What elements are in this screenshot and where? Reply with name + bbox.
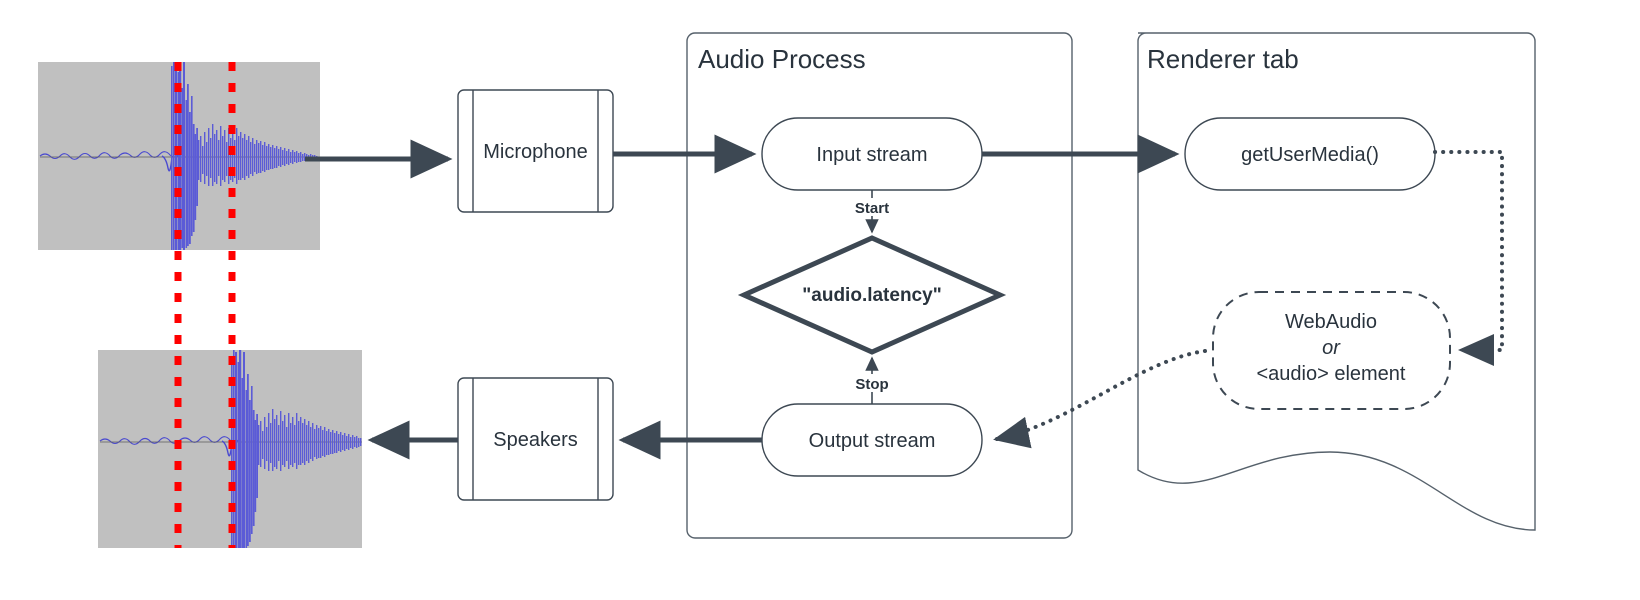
webaudio-node[interactable]: WebAudio or <audio> element (1212, 291, 1451, 410)
speakers-label: Speakers (493, 429, 578, 451)
renderer-tab-container: Renderer tab (1137, 32, 1536, 531)
webaudio-label-line3: <audio> element (1256, 363, 1405, 385)
edge-get-user-media-to-webaudio (1433, 150, 1504, 366)
get-user-media-label: getUserMedia() (1241, 144, 1379, 166)
audio-latency-label: "audio.latency" (802, 285, 941, 306)
microphone-node[interactable]: Microphone (457, 89, 614, 213)
microphone-label: Microphone (483, 141, 588, 163)
speakers-node[interactable]: Speakers (457, 377, 614, 501)
webaudio-label-line1: WebAudio (1285, 311, 1377, 333)
microphone-box[interactable] (457, 89, 614, 213)
audio-process-border (686, 32, 1073, 539)
renderer-tab-border (1137, 32, 1536, 531)
output-stream-node[interactable]: Output stream (761, 403, 983, 477)
input-waveform-trace (39, 62, 320, 250)
start-label-backdrop (840, 198, 904, 216)
audio-latency-decision-node[interactable]: "audio.latency" (737, 235, 1007, 355)
webaudio-label-or: or (1322, 337, 1341, 359)
edge-label-start: Start (855, 200, 889, 217)
output-stream-label: Output stream (809, 430, 936, 452)
audio-latency-diamond[interactable] (737, 235, 1007, 355)
webaudio-box[interactable] (1212, 291, 1451, 410)
output-waveform-trace (99, 350, 362, 548)
audio-process-container: Audio Process (686, 32, 1073, 539)
stop-label-backdrop (842, 374, 902, 392)
get-user-media-node[interactable]: getUserMedia() (1184, 117, 1436, 191)
renderer-tab-title: Renderer tab (1147, 44, 1299, 74)
input-stream-node[interactable]: Input stream (761, 117, 983, 191)
output-waveform-panel (98, 350, 362, 548)
audio-process-title: Audio Process (698, 44, 866, 74)
input-stream-label: Input stream (816, 144, 927, 166)
edge-webaudio-to-output-stream (993, 349, 1207, 449)
edge-label-stop: Stop (855, 376, 888, 393)
input-waveform-panel (38, 62, 320, 250)
